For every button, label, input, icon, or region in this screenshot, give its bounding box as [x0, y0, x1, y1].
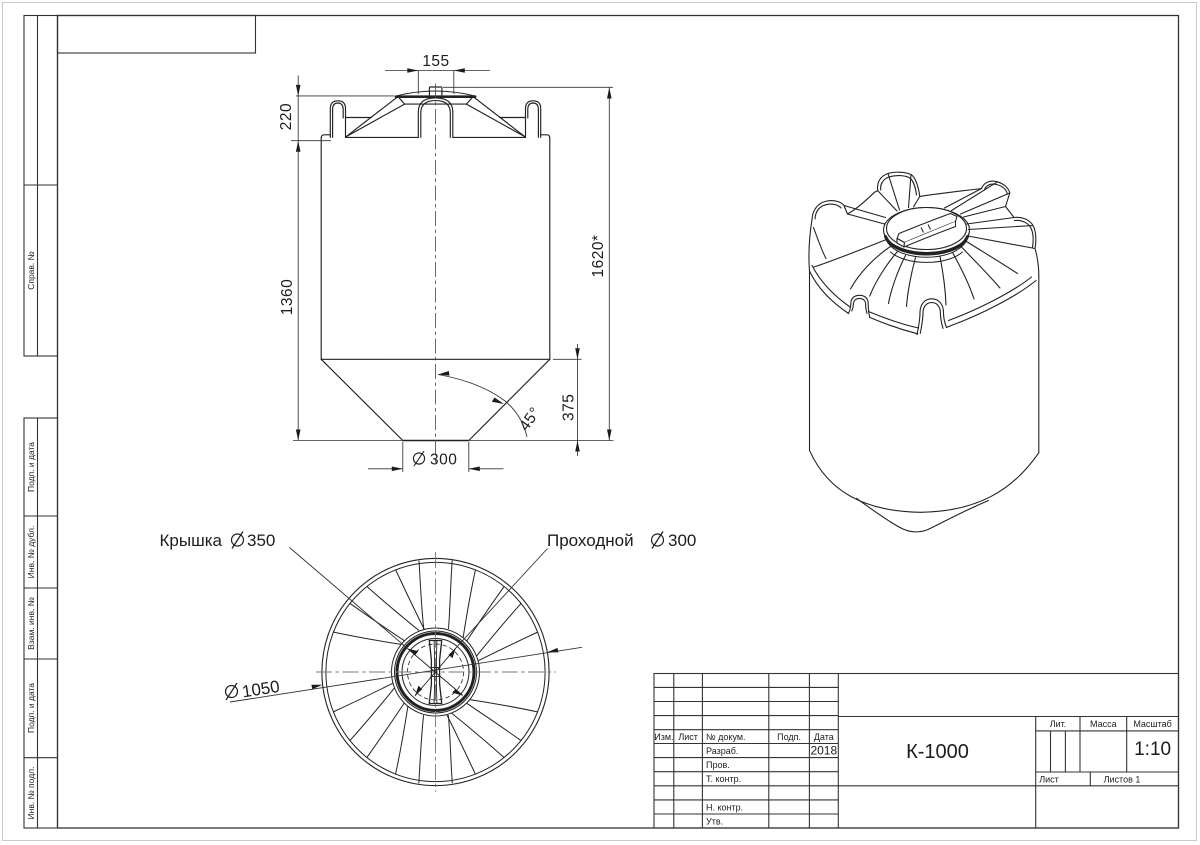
svg-text:Лист: Лист	[1039, 775, 1059, 785]
svg-text:Проходной: Проходной	[547, 531, 634, 550]
svg-text:Изм.: Изм.	[654, 732, 673, 742]
svg-text:Инв. № дубл.: Инв. № дубл.	[26, 526, 36, 579]
svg-text:Подп. и дата: Подп. и дата	[26, 442, 36, 492]
svg-text:Лист: Лист	[678, 732, 698, 742]
svg-text:220: 220	[278, 103, 295, 130]
svg-text:1:10: 1:10	[1134, 739, 1171, 760]
svg-text:1620*: 1620*	[590, 234, 607, 277]
svg-text:Утв.: Утв.	[706, 817, 723, 827]
svg-text:Инв. № подл.: Инв. № подл.	[26, 767, 36, 820]
svg-text:Справ. №: Справ. №	[26, 251, 36, 290]
svg-text:Листов 1: Листов 1	[1104, 775, 1141, 785]
svg-text:350: 350	[247, 531, 275, 550]
svg-text:Разраб.: Разраб.	[706, 746, 738, 756]
svg-text:Масштаб: Масштаб	[1133, 719, 1172, 729]
svg-text:1360: 1360	[279, 279, 296, 315]
svg-text:№ докум.: № докум.	[706, 732, 746, 742]
svg-text:Н. контр.: Н. контр.	[706, 803, 743, 813]
svg-text:Т. контр.: Т. контр.	[706, 774, 741, 784]
svg-text:375: 375	[561, 394, 578, 421]
svg-text:Крышка: Крышка	[160, 531, 223, 550]
svg-text:Пров.: Пров.	[706, 760, 730, 770]
svg-text:Взам. инв. №: Взам. инв. №	[26, 597, 36, 650]
svg-text:Масса: Масса	[1090, 719, 1117, 729]
svg-text:300: 300	[430, 452, 457, 469]
svg-text:155: 155	[422, 53, 449, 70]
svg-text:2018: 2018	[810, 744, 837, 758]
svg-text:Подп.: Подп.	[777, 732, 801, 742]
svg-text:К-1000: К-1000	[906, 741, 969, 763]
svg-text:300: 300	[668, 531, 696, 550]
svg-text:Лит.: Лит.	[1050, 719, 1067, 729]
svg-text:Дата: Дата	[814, 732, 834, 742]
svg-text:Подп. и дата: Подп. и дата	[26, 683, 36, 733]
